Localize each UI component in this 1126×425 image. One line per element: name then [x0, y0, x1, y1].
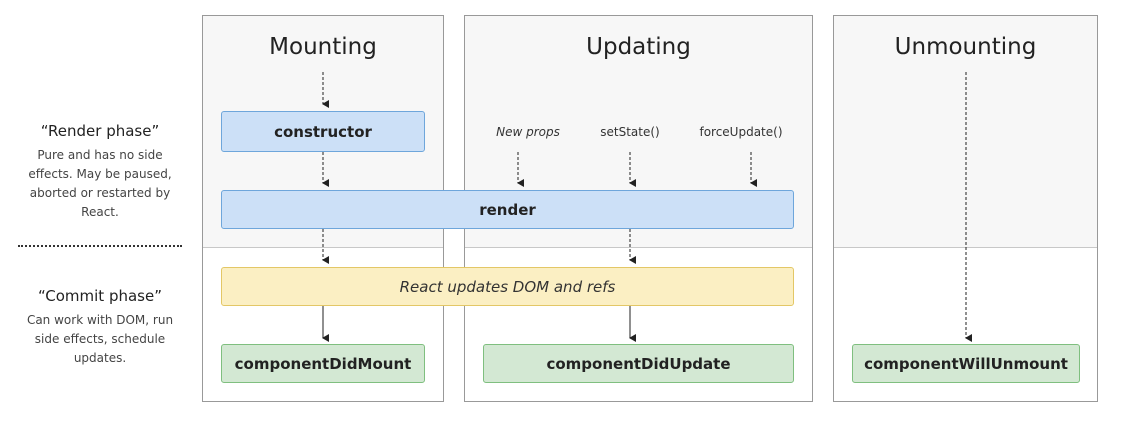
constructor-box: constructor — [221, 111, 425, 152]
force-update-label: forceUpdate() — [699, 125, 783, 139]
phase-divider — [203, 247, 443, 248]
new-props-label: New props — [496, 125, 560, 139]
phase-divider — [465, 247, 812, 248]
render-phase-title: “Render phase” — [40, 122, 160, 140]
unmounting-title: Unmounting — [894, 34, 1037, 60]
render-phase-description: Pure and has no side effects. May be pau… — [28, 148, 172, 219]
mounting-title: Mounting — [269, 34, 377, 60]
component-did-update-box: componentDidUpdate — [483, 344, 794, 383]
set-state-label: setState() — [600, 125, 660, 139]
react-updates-dom-box: React updates DOM and refs — [221, 267, 794, 306]
commit-phase-description: Can work with DOM, run side effects, sch… — [26, 313, 174, 365]
render-box: render — [221, 190, 794, 229]
phase-separator — [18, 245, 182, 247]
component-will-unmount-box: componentWillUnmount — [852, 344, 1080, 383]
component-did-mount-box: componentDidMount — [221, 344, 425, 383]
updating-title: Updating — [586, 34, 691, 60]
commit-phase-title: “Commit phase” — [38, 287, 162, 305]
